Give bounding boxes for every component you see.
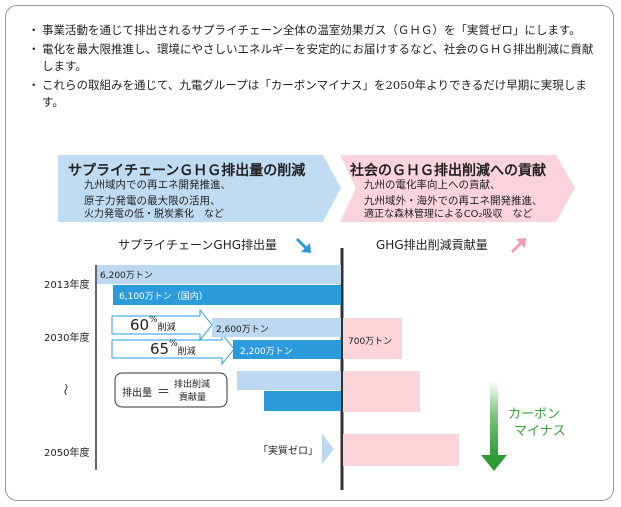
left-header-line: 九州域内での再エネ開発推進、	[84, 179, 231, 191]
bullet-marker: ・	[28, 23, 40, 37]
reduction-arrow-65	[111, 332, 235, 366]
bullet-text: これらの取組みを通じて、九電グループは「カーボンマイナス」を2050年よりできる…	[42, 78, 587, 109]
left-column-label: サプライチェーンGHG排出量	[118, 238, 278, 252]
right-header-line: 九州の電化率向上への貢献、	[364, 179, 501, 191]
bar-label-2030-contribution: 700万トン	[348, 337, 393, 347]
carbon-minus-line1: カーボン	[508, 407, 561, 422]
bullet-item: ・ 事業活動を通じて排出されるサプライチェーン全体の温室効果ガス（ＧＨＧ）を「実…	[28, 22, 596, 39]
carbon-minus-line2: マイナス	[514, 424, 566, 439]
bar-2013-domestic	[113, 285, 341, 305]
right-header-line: 適正な森林管理によるCO₂吸収 など	[364, 209, 533, 220]
carbon-minus-down-arrow-icon	[481, 381, 507, 471]
year-label-2050: 2050年度	[44, 448, 90, 459]
year-label-ellipsis: 〜	[58, 383, 73, 396]
bar-label-2013-domestic: 6,100万トン（国内）	[119, 292, 208, 302]
bullet-marker: ・	[28, 78, 40, 92]
bullet-text: 事業活動を通じて排出されるサプライチェーン全体の温室効果ガス（ＧＨＧ）を「実質ゼ…	[42, 23, 581, 37]
year-label-2030: 2030年度	[44, 333, 90, 344]
reduction-pct: 65	[150, 340, 170, 358]
bar-2050-contribution	[343, 434, 459, 466]
bar-2013-total	[97, 265, 341, 284]
right-header-title: 社会のＧＨＧ排出削減への貢献	[350, 163, 546, 179]
bar-2030-total	[212, 318, 341, 337]
formula-right-line1: 排出削減	[174, 380, 211, 390]
bar-label-2030-domestic: 2,200万トン	[240, 347, 293, 357]
up-right-pink-arrow-icon	[510, 238, 526, 254]
left-header-line: 火力発電の低・脱炭素化 など	[84, 209, 224, 220]
year-label-2013: 2013年度	[44, 280, 90, 291]
reduction-pct: 60	[130, 316, 150, 334]
bullet-text: 電化を最大限推進し、環境にやさしいエネルギーを安定的にお届けするなど、社会のＧＨ…	[42, 42, 594, 73]
formula-right-line2: 貢献量	[179, 393, 207, 403]
bullet-marker: ・	[28, 42, 40, 56]
reduction-suffix: 削減	[157, 323, 176, 333]
bar-interim-contribution	[343, 371, 420, 412]
down-right-blue-arrow-icon	[295, 237, 311, 253]
zero-arrow	[322, 434, 334, 464]
bullet-item: ・ 電化を最大限推進し、環境にやさしいエネルギーを安定的にお届けするなど、社会の…	[28, 41, 596, 75]
reduction-label-60: 60%削減	[130, 315, 176, 334]
bar-label-2030-total: 2,600万トン	[216, 325, 269, 335]
bar-label-2013-total: 6,200万トン	[100, 271, 153, 281]
formula-equals: ＝	[157, 385, 171, 400]
bar-2030-contribution	[343, 318, 402, 359]
outer-frame	[5, 5, 614, 501]
left-header-line: 原子力発電の最大限の活用、	[84, 195, 221, 207]
bullet-list: ・ 事業活動を通じて排出されるサプライチェーン全体の温室効果ガス（ＧＨＧ）を「実…	[28, 22, 596, 113]
bullet-item: ・ これらの取組みを通じて、九電グループは「カーボンマイナス」を2050年よりで…	[28, 77, 596, 111]
reduction-unit: %	[169, 339, 178, 349]
right-column-label: GHG排出削減貢献量	[376, 238, 488, 252]
bar-interim-total	[237, 371, 341, 390]
left-header-chevron	[58, 155, 341, 222]
bar-interim-domestic	[264, 391, 341, 411]
formula-box	[114, 372, 228, 408]
left-header-title: サプライチェーンＧＨＧ排出量の削減	[68, 163, 306, 179]
bar-2030-domestic	[233, 340, 341, 359]
formula-left: 排出量	[122, 388, 152, 399]
zero-label: 「実質ゼロ」	[258, 446, 318, 457]
reduction-unit: %	[149, 315, 158, 325]
right-header-chevron	[340, 155, 575, 222]
reduction-suffix: 削減	[177, 347, 196, 357]
reduction-label-65: 65%削減	[150, 339, 196, 358]
right-header-line: 九州域外・海外での再エネ開発推進、	[364, 195, 543, 207]
reduction-arrow-60	[111, 308, 213, 342]
